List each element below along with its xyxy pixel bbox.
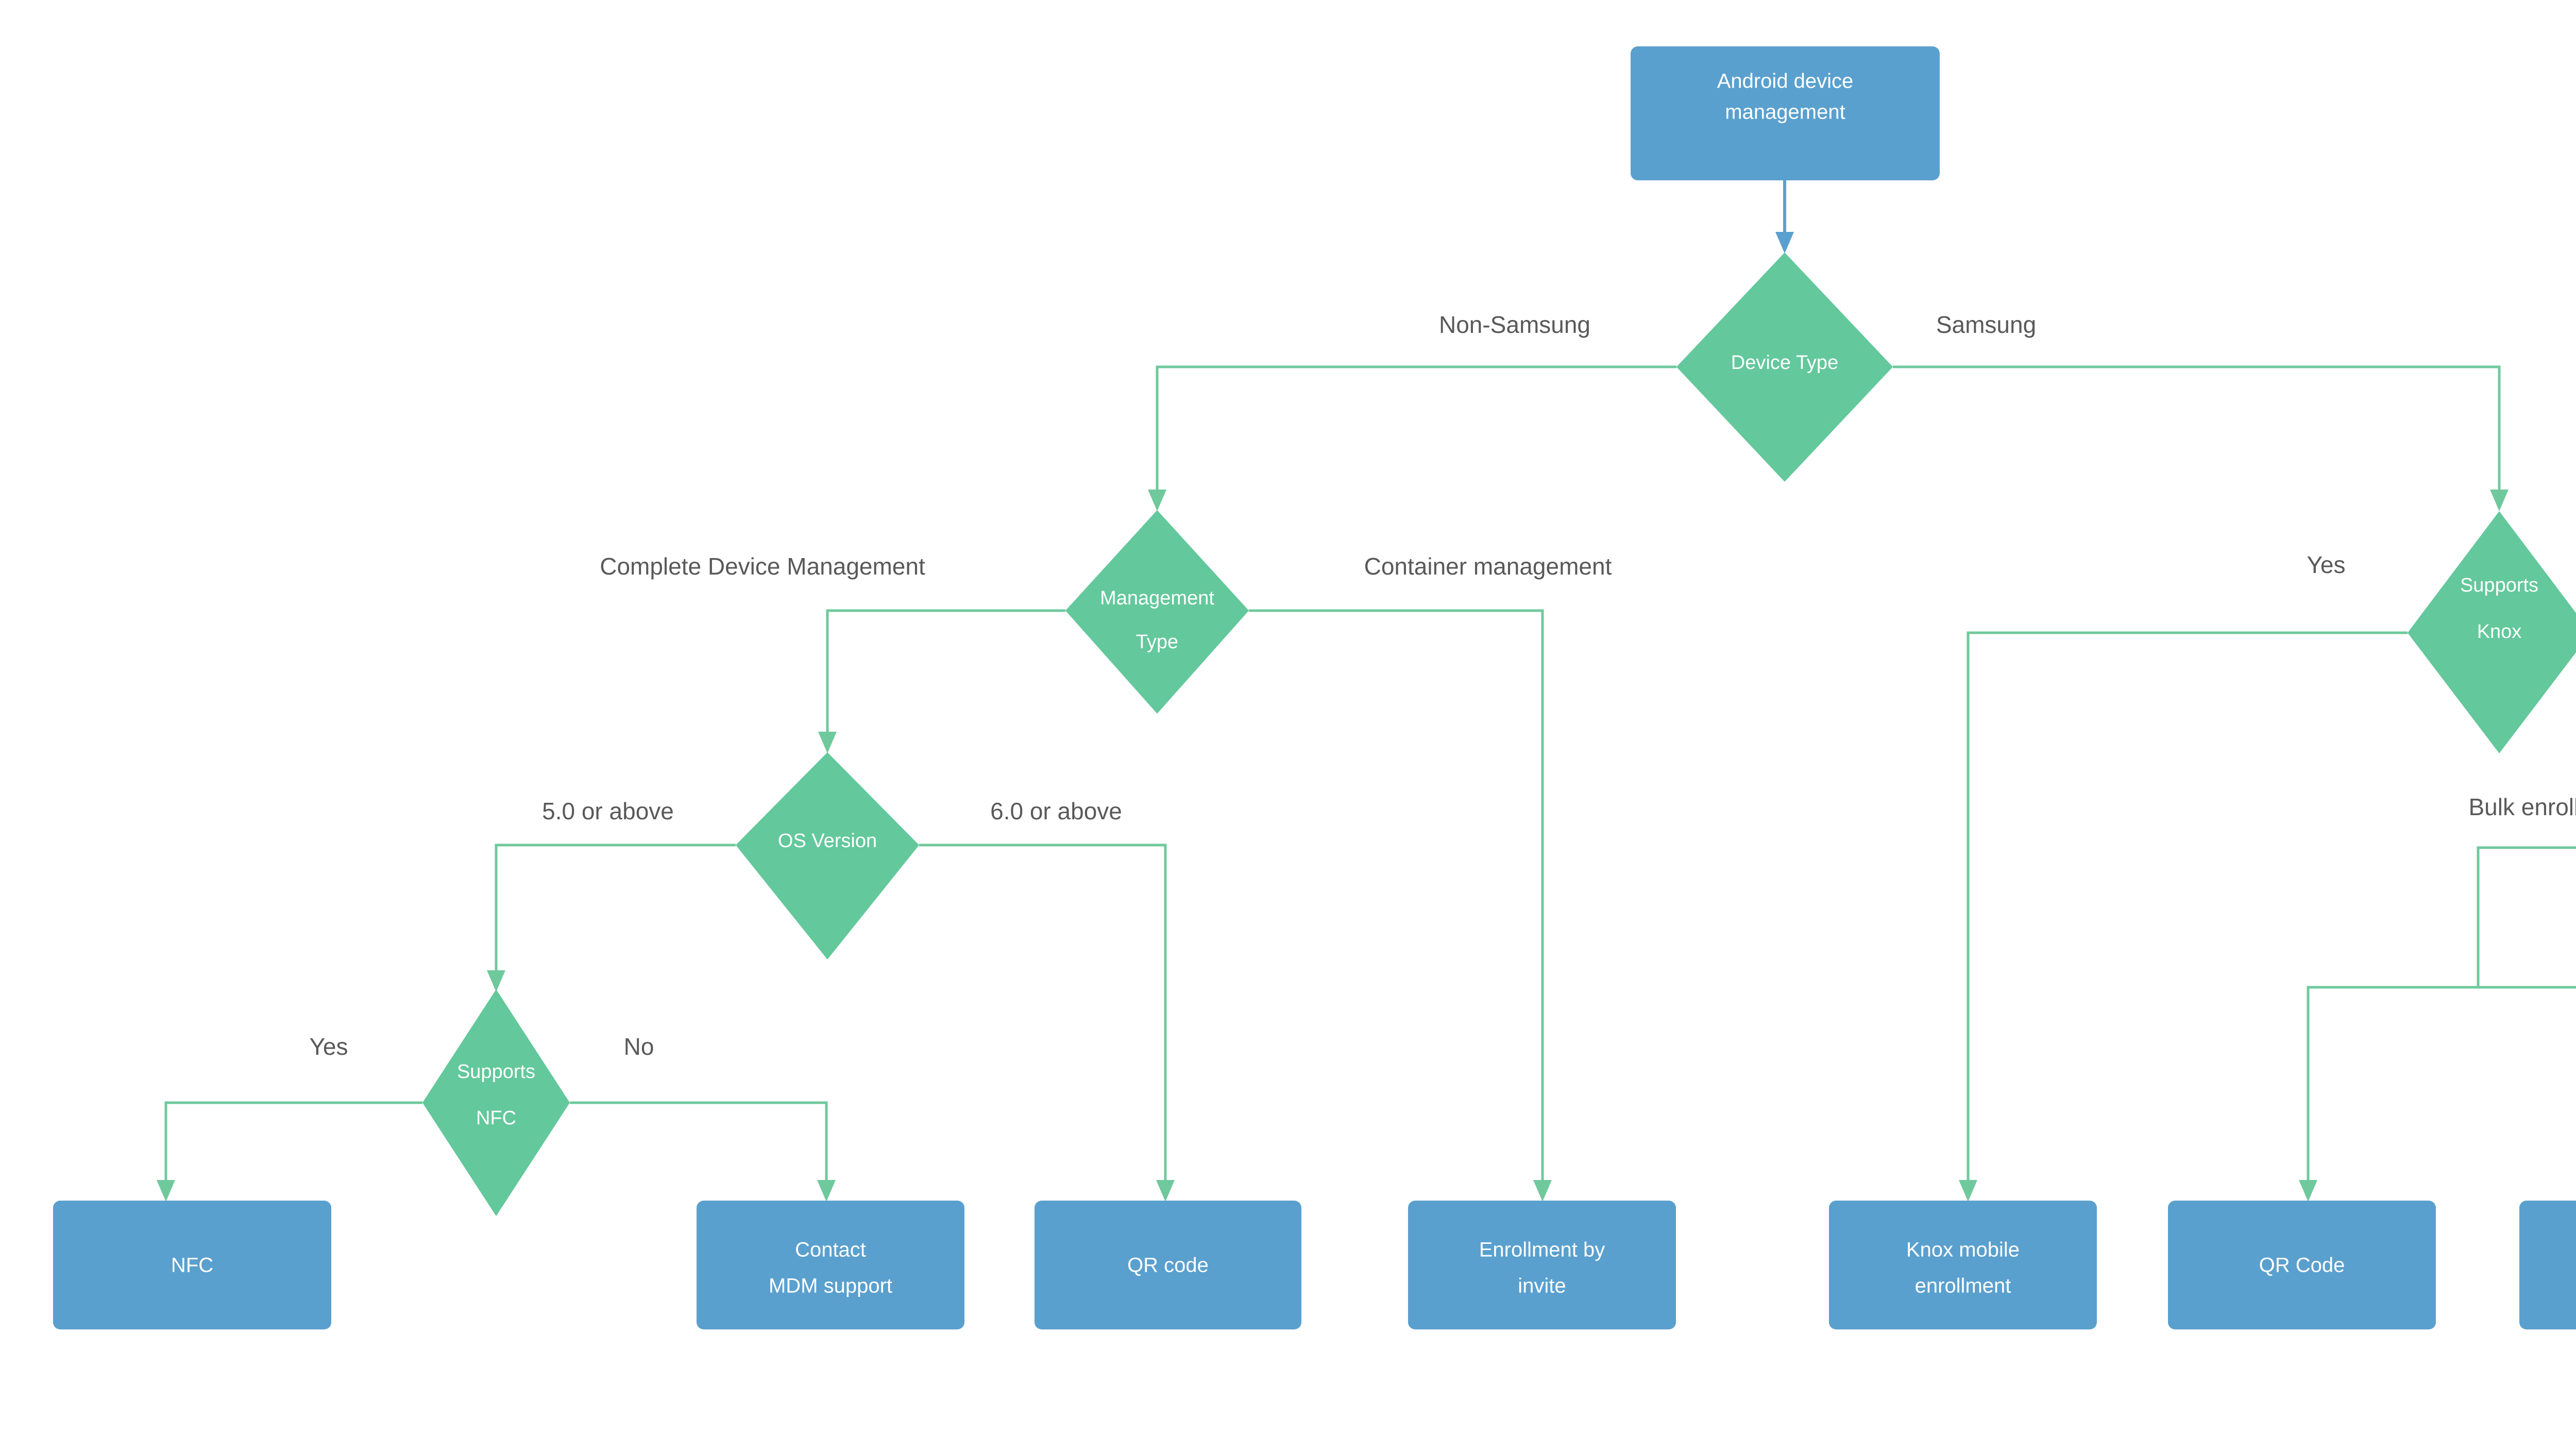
edge-supports-knox-yes-to-knox-mobile xyxy=(1967,631,2408,1183)
os-version-diamond-shape xyxy=(736,752,919,959)
leaf-nfc-left-shape xyxy=(53,1201,331,1329)
root-node-shape xyxy=(1631,46,1940,180)
arrowhead-enrollment-invite-1 xyxy=(1533,1180,1552,1202)
edge-label-device-type-right: Samsung xyxy=(1936,311,2036,338)
leaf-qr-code-left-shape xyxy=(1035,1201,1301,1329)
connector-layer xyxy=(157,180,2576,1202)
supports-nfc-label-line2: NFC xyxy=(476,1107,516,1129)
edge-label-os-version-right: 6.0 or above xyxy=(990,798,1122,824)
leaf-enrollment-invite-1-label-line1: Enrollment by xyxy=(1479,1239,1605,1261)
os-version-label: OS Version xyxy=(778,830,877,852)
leaf-qr-code-right-shape xyxy=(2168,1201,2436,1329)
leaf-enrollment-invite-1-label-line2: invite xyxy=(1518,1275,1566,1297)
edge-label-management-type-right: Container management xyxy=(1364,553,1612,580)
edge-enrollment-type-bulk-to-nfc xyxy=(2478,986,2576,989)
edge-label-enrollment-type-left: Bulk enrollment xyxy=(2468,794,2576,820)
edge-management-type-to-enrollment-invite xyxy=(1249,609,1544,1183)
supports-knox-diamond-shape xyxy=(2408,511,2576,753)
leaf-contact-mdm-label-line2: MDM support xyxy=(769,1275,892,1297)
device-type-diamond-shape xyxy=(1676,252,1893,482)
leaf-knox-mobile-label-line2: enrollment xyxy=(1915,1275,2011,1297)
node-supports-knox[interactable]: Supports Knox xyxy=(2408,511,2576,753)
leaf-nfc-right-shape xyxy=(2519,1201,2576,1329)
management-type-label-line1: Management xyxy=(1100,587,1214,609)
edge-os-version-to-supports-nfc xyxy=(495,844,736,973)
node-android-device-management[interactable]: Android device management xyxy=(1631,46,1940,180)
arrowhead-qr-code-left xyxy=(1156,1180,1175,1202)
edge-label-os-version-left: 5.0 or above xyxy=(542,798,674,824)
edge-supports-nfc-yes-to-nfc xyxy=(164,1101,422,1183)
arrowhead-root-to-device-type xyxy=(1775,232,1794,254)
management-type-label-line2: Type xyxy=(1136,631,1178,653)
edge-label-management-type-left: Complete Device Management xyxy=(600,553,925,580)
arrowhead-qr-code-right xyxy=(2299,1180,2317,1202)
edge-device-type-to-supports-knox xyxy=(1893,365,2501,492)
management-type-diamond-shape xyxy=(1065,510,1249,714)
arrowhead-knox-mobile xyxy=(1959,1180,1977,1202)
supports-nfc-label-line1: Supports xyxy=(457,1061,535,1083)
node-leaf-qr-code-right[interactable]: QR Code xyxy=(2168,1201,2436,1329)
node-device-type[interactable]: Device Type xyxy=(1676,252,1893,482)
edge-label-supports-nfc-left: Yes xyxy=(309,1033,348,1060)
leaf-knox-mobile-shape xyxy=(1829,1201,2097,1329)
edge-os-version-to-qr-code xyxy=(919,844,1167,1183)
node-supports-nfc[interactable]: Supports NFC xyxy=(422,989,570,1216)
edge-label-supports-knox-left: Yes xyxy=(2307,551,2345,578)
edge-label-supports-nfc-right: No xyxy=(624,1033,654,1060)
leaf-knox-mobile-label-line1: Knox mobile xyxy=(1906,1239,2020,1261)
arrowhead-contact-mdm xyxy=(817,1180,836,1202)
leaf-contact-mdm-shape xyxy=(697,1201,964,1329)
device-type-label: Device Type xyxy=(1731,352,1838,374)
edge-enrollment-type-bulk-to-qr-code xyxy=(2307,846,2576,1183)
arrowhead-supports-knox xyxy=(2490,490,2509,511)
arrowhead-supports-nfc xyxy=(487,970,505,992)
arrowhead-management-type xyxy=(1148,490,1166,511)
root-node-label-line1: Android device xyxy=(1717,70,1854,93)
edge-device-type-to-management-type xyxy=(1156,365,1676,492)
leaf-enrollment-invite-1-shape xyxy=(1408,1201,1676,1329)
node-leaf-contact-mdm[interactable]: Contact MDM support xyxy=(697,1201,964,1329)
edge-management-type-to-os-version xyxy=(826,609,1065,734)
node-leaf-enrollment-invite-1[interactable]: Enrollment by invite xyxy=(1408,1201,1676,1329)
edge-label-device-type-left: Non-Samsung xyxy=(1439,311,1590,338)
leaf-qr-code-left-label-line1: QR code xyxy=(1127,1254,1209,1277)
supports-knox-label-line1: Supports xyxy=(2460,575,2538,596)
node-leaf-nfc-left[interactable]: NFC xyxy=(53,1201,331,1329)
leaf-nfc-left-label-line1: NFC xyxy=(171,1254,213,1277)
node-leaf-qr-code-left[interactable]: QR code xyxy=(1035,1201,1301,1329)
leaf-qr-code-right-label-line1: QR Code xyxy=(2259,1254,2345,1277)
supports-nfc-diamond-shape xyxy=(422,989,570,1216)
node-os-version[interactable]: OS Version xyxy=(736,752,919,959)
node-leaf-knox-mobile[interactable]: Knox mobile enrollment xyxy=(1829,1201,2097,1329)
supports-knox-label-line2: Knox xyxy=(2477,621,2522,643)
leaf-contact-mdm-label-line1: Contact xyxy=(795,1239,866,1261)
root-node-label-line2: management xyxy=(1725,101,1845,124)
arrowhead-nfc-left xyxy=(157,1180,175,1202)
node-leaf-nfc-right[interactable]: NFC xyxy=(2519,1201,2576,1329)
arrowhead-os-version xyxy=(818,732,837,753)
node-management-type[interactable]: Management Type xyxy=(1065,510,1249,714)
edge-supports-nfc-no-to-contact-mdm xyxy=(570,1101,828,1183)
